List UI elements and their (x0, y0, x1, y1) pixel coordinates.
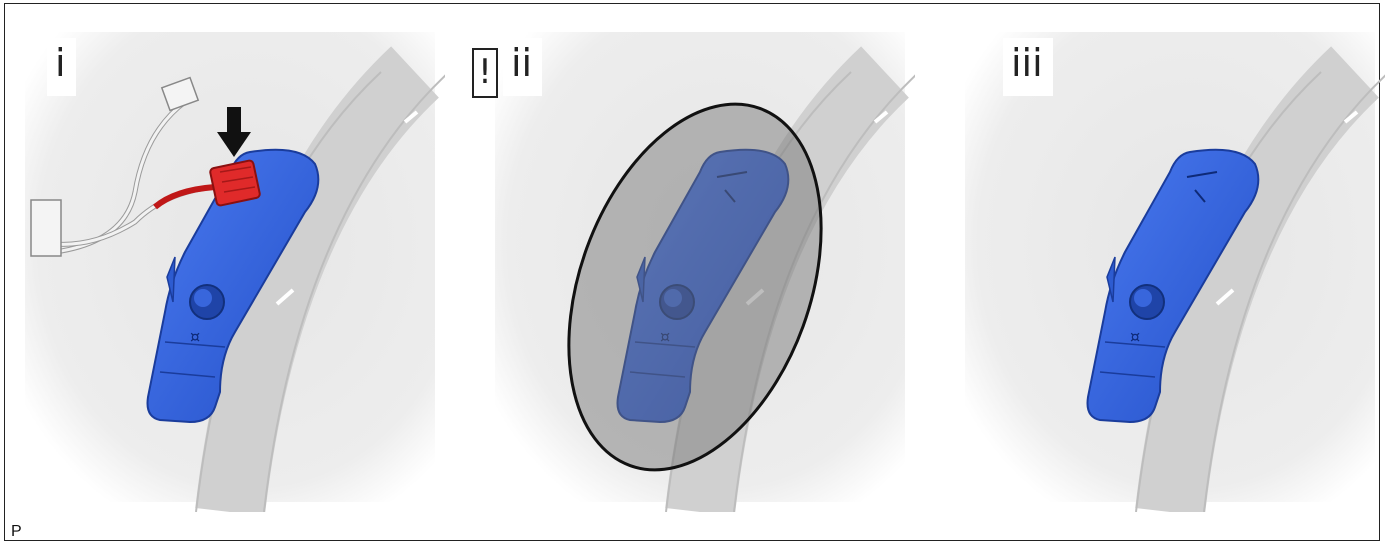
white-connector-left (31, 200, 61, 256)
footer-code: P (11, 523, 22, 541)
connector-icon (210, 160, 261, 206)
panel-ii-illustration: ¤ (485, 12, 915, 512)
step-label-i: i (47, 38, 76, 96)
step-label-ii: ii (503, 38, 542, 96)
panel-i-illustration: ¤ (15, 12, 445, 512)
step-label-iii: iii (1003, 38, 1053, 96)
warning-icon: ! (472, 48, 498, 98)
figure-frame: ¤ i (4, 3, 1380, 541)
svg-text:¤: ¤ (190, 327, 200, 346)
svg-text:¤: ¤ (1130, 327, 1140, 346)
panel-i: ¤ (15, 12, 445, 512)
panel-ii: ¤ (485, 12, 915, 512)
